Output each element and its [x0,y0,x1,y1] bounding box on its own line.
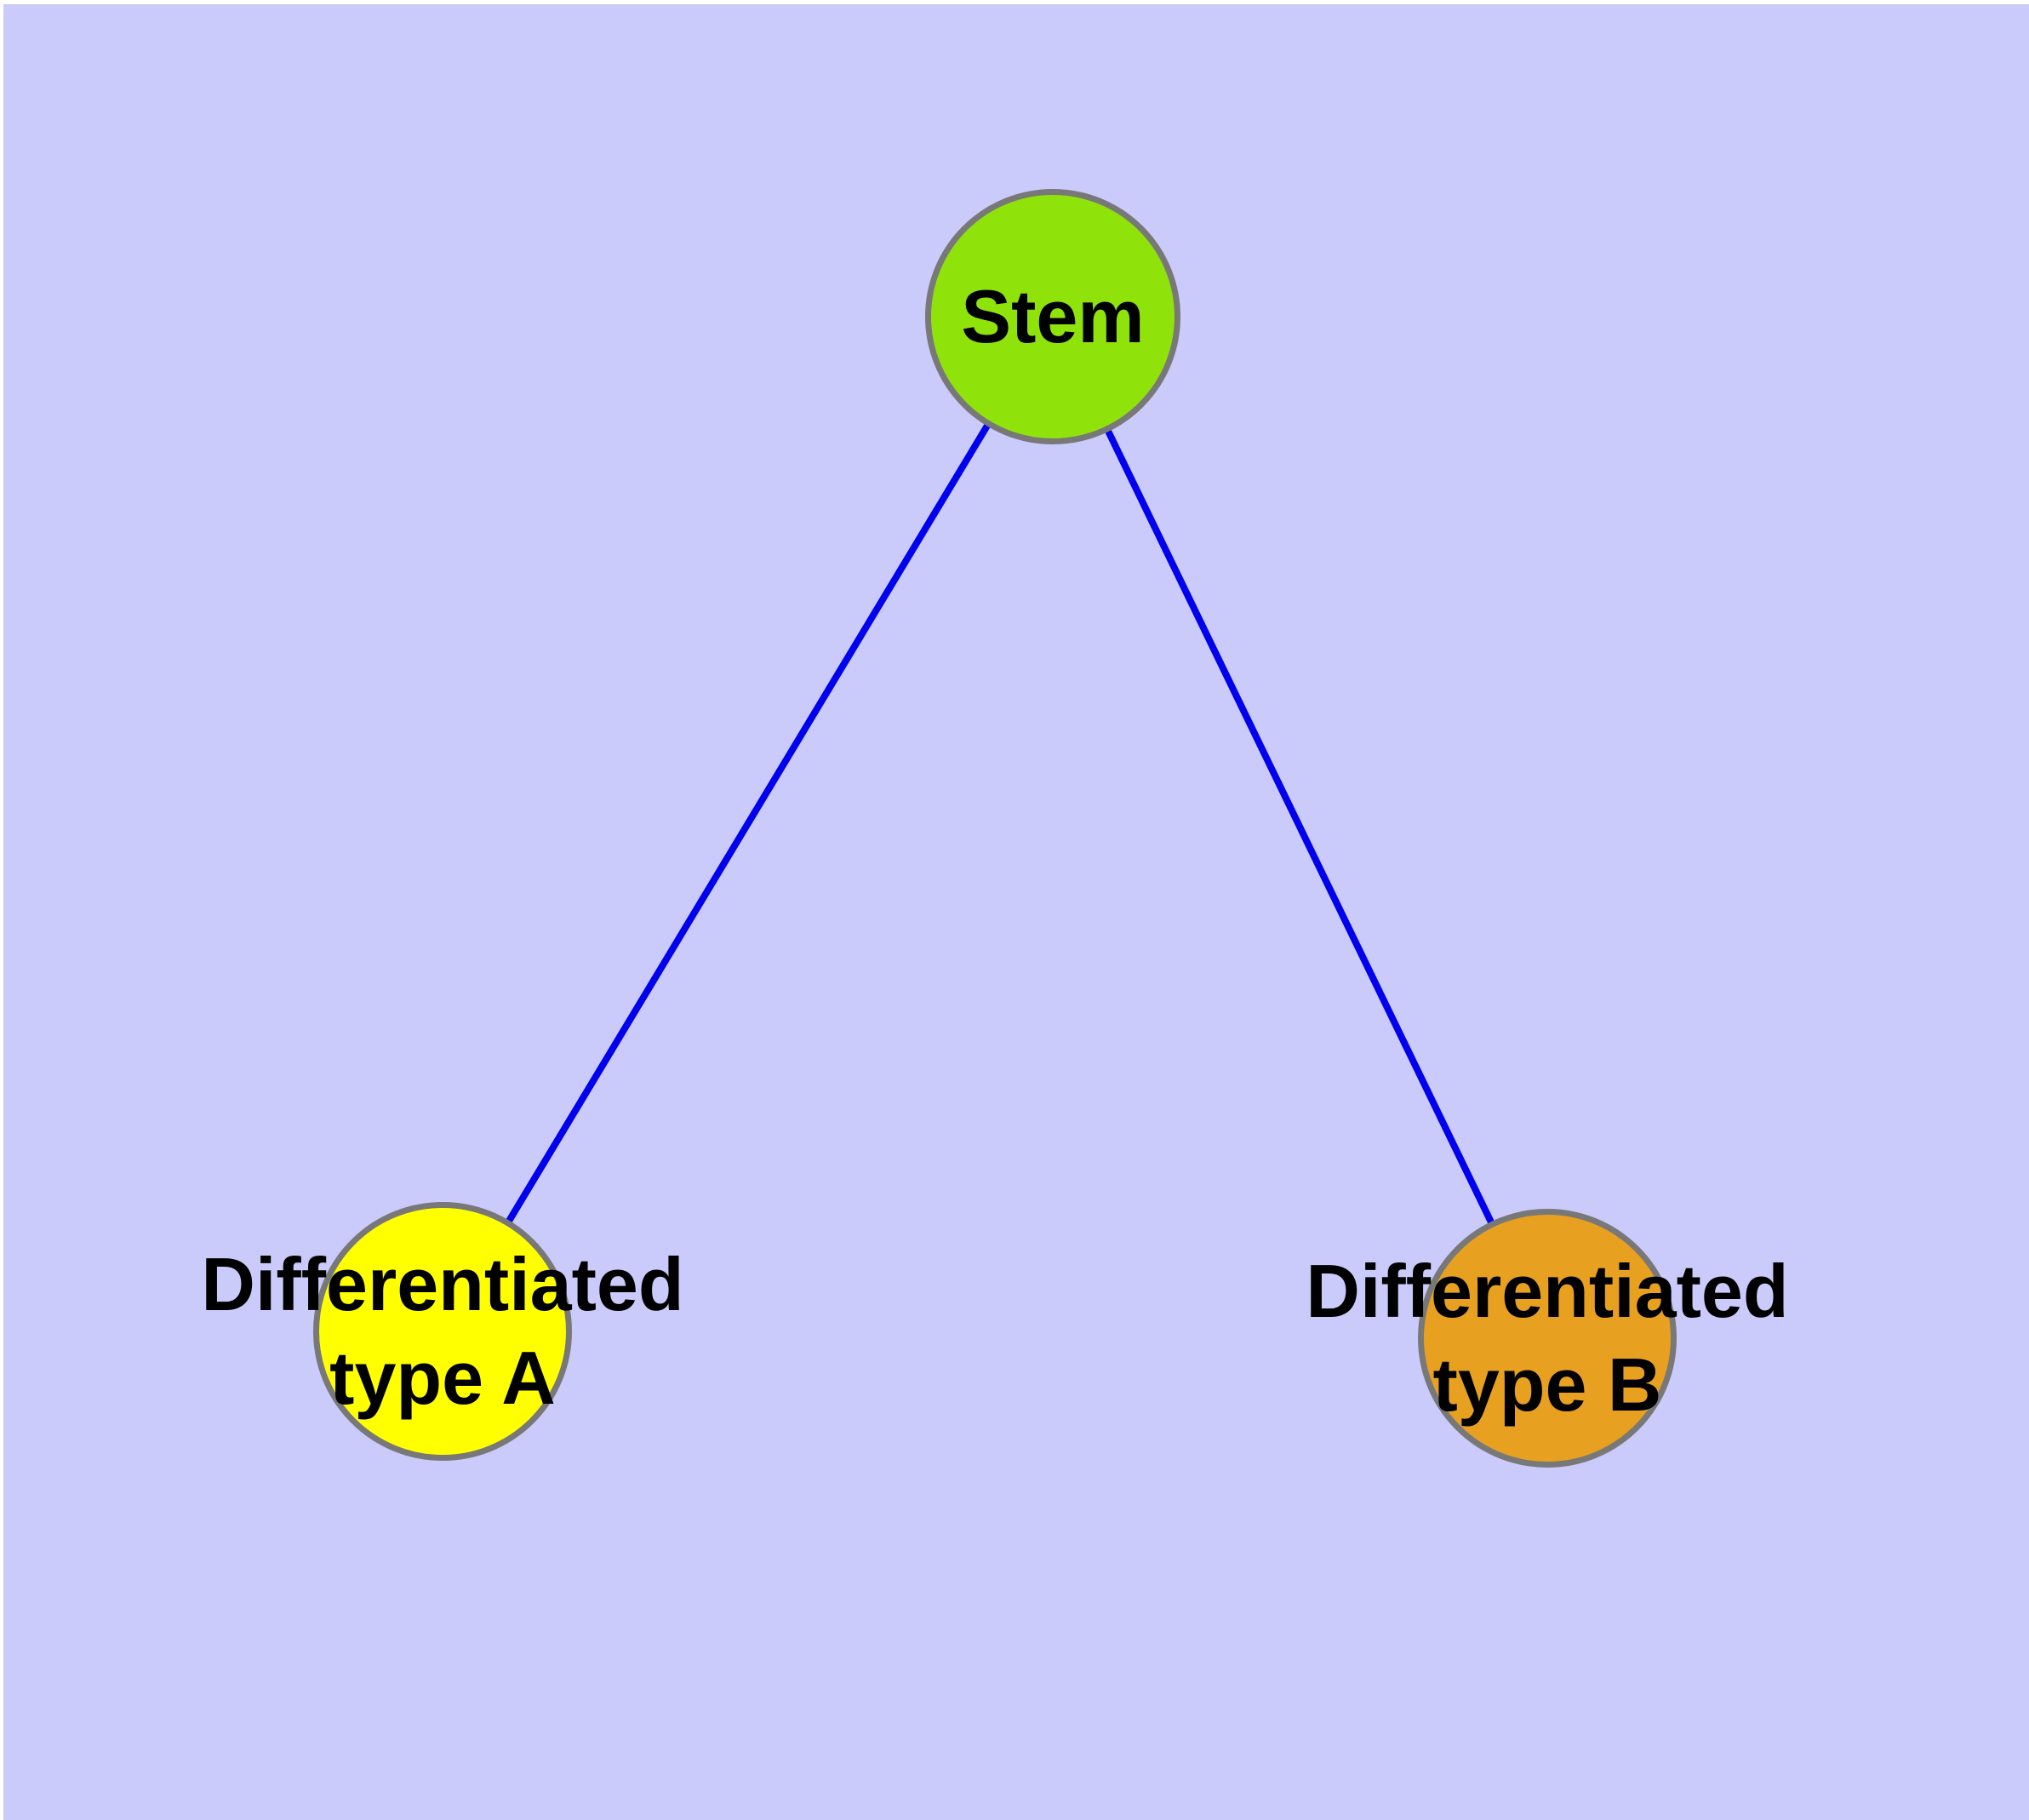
node-stem[interactable] [925,189,1180,444]
page-margin-top [0,0,2029,4]
edge-stem-to-type-a [439,314,1056,1334]
node-differentiated-type-a[interactable] [313,1202,572,1461]
page-margin-left [0,0,3,1820]
edge-stem-to-type-b [1049,315,1551,1340]
node-differentiated-type-b[interactable] [1418,1209,1677,1468]
